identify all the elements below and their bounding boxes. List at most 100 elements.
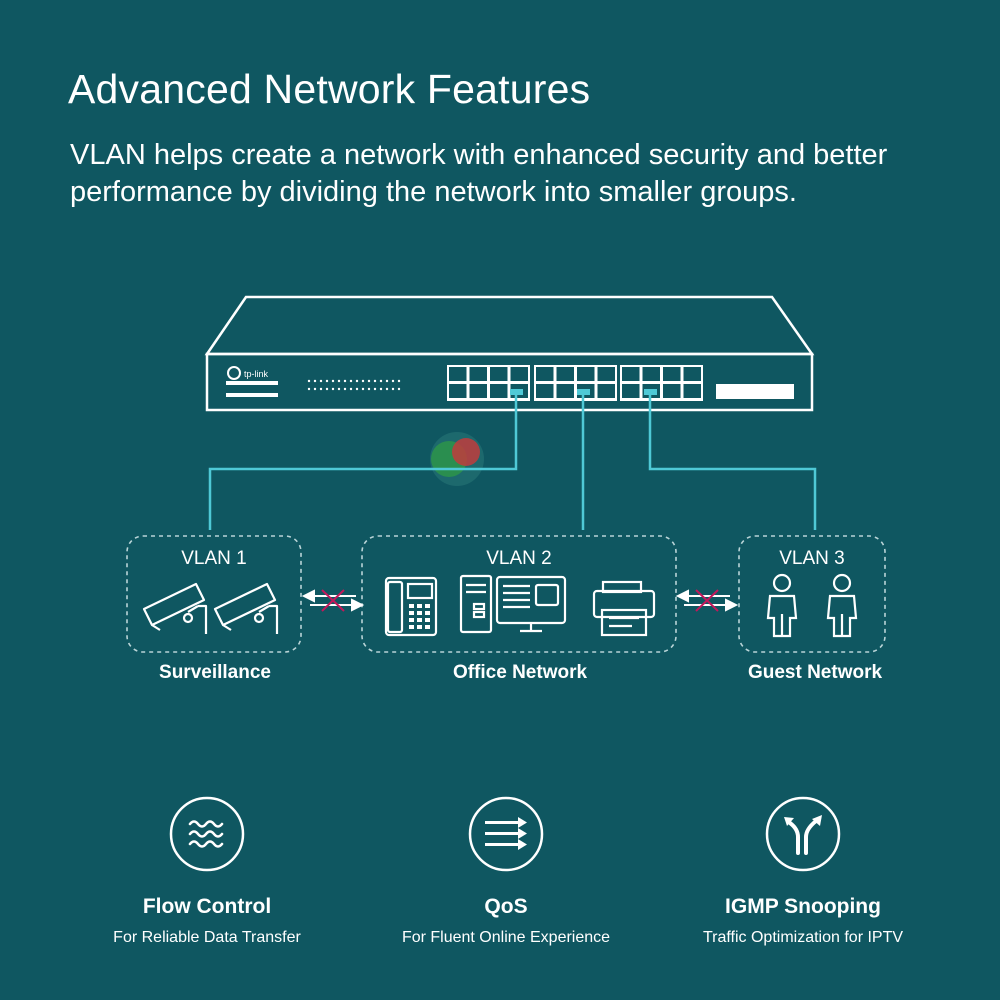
status-led bbox=[391, 387, 395, 391]
vlan-connections bbox=[208, 394, 817, 530]
blocked-arrow-right bbox=[675, 589, 739, 612]
phone-key bbox=[409, 604, 414, 608]
watermark-logo bbox=[430, 432, 484, 486]
status-led bbox=[331, 387, 335, 391]
status-led bbox=[343, 379, 347, 383]
network-switch bbox=[204, 295, 815, 412]
phone-key bbox=[417, 611, 422, 615]
active-ports bbox=[510, 389, 657, 395]
vlan-boxes bbox=[126, 535, 886, 653]
tp-link-logo: tp-link bbox=[227, 366, 269, 380]
status-led bbox=[313, 387, 317, 391]
switch-port bbox=[597, 384, 615, 398]
switch-ports bbox=[447, 365, 703, 401]
switch-port bbox=[490, 384, 508, 398]
phone-key bbox=[409, 618, 414, 622]
status-led bbox=[343, 387, 347, 391]
phone-key bbox=[425, 611, 430, 615]
switch-port bbox=[683, 384, 701, 398]
phone-key bbox=[417, 625, 422, 629]
status-led bbox=[331, 379, 335, 383]
phone-key bbox=[417, 604, 422, 608]
status-led bbox=[307, 379, 311, 383]
status-led bbox=[337, 387, 341, 391]
switch-port bbox=[449, 367, 467, 381]
vlan3-label: VLAN 3 bbox=[779, 548, 845, 569]
status-led bbox=[349, 387, 353, 391]
switch-port bbox=[683, 367, 701, 381]
feature-title: Flow Control bbox=[142, 895, 272, 918]
switch-port bbox=[597, 367, 615, 381]
switch-port bbox=[536, 384, 554, 398]
person-icon bbox=[826, 573, 858, 638]
status-led bbox=[313, 379, 317, 383]
status-led bbox=[367, 379, 371, 383]
security-camera-icon bbox=[213, 582, 279, 634]
switch-port bbox=[663, 367, 681, 381]
switch-port bbox=[449, 384, 467, 398]
switch-port bbox=[536, 367, 554, 381]
office-network-label: Office Network bbox=[452, 662, 588, 683]
status-led bbox=[367, 387, 371, 391]
phone-key bbox=[409, 611, 414, 615]
status-led bbox=[355, 379, 359, 383]
switch-port bbox=[469, 384, 487, 398]
status-led bbox=[397, 387, 401, 391]
status-led bbox=[373, 387, 377, 391]
phone-key bbox=[425, 618, 430, 622]
status-led bbox=[385, 387, 389, 391]
status-led bbox=[319, 379, 323, 383]
feature-subtitle: Traffic Optimization for IPTV bbox=[702, 929, 904, 946]
switch-port bbox=[556, 384, 574, 398]
status-led bbox=[325, 387, 329, 391]
switch-port bbox=[490, 367, 508, 381]
feature-subtitle: For Reliable Data Transfer bbox=[113, 929, 301, 946]
flow-waves-icon bbox=[169, 796, 245, 872]
vlan3-box bbox=[738, 535, 886, 653]
status-led bbox=[397, 379, 401, 383]
printer-icon bbox=[592, 580, 656, 637]
blocked-arrow-left bbox=[301, 589, 365, 612]
desktop-computer-icon bbox=[459, 574, 567, 634]
status-led bbox=[385, 379, 389, 383]
feature-qos: QoS For Fluent Online Experience bbox=[356, 795, 656, 947]
vlan1-box bbox=[126, 535, 302, 653]
desk-phone-icon bbox=[384, 576, 438, 637]
arrows-right-icon bbox=[468, 796, 544, 872]
switch-port bbox=[663, 384, 681, 398]
switch-port bbox=[556, 367, 574, 381]
status-led bbox=[391, 379, 395, 383]
status-led bbox=[337, 379, 341, 383]
surveillance-label: Surveillance bbox=[159, 662, 271, 683]
person-icon bbox=[766, 573, 798, 638]
status-led bbox=[319, 387, 323, 391]
status-led bbox=[379, 387, 383, 391]
switch-port bbox=[510, 367, 528, 381]
phone-key bbox=[425, 625, 430, 629]
sfp-slot bbox=[716, 384, 794, 399]
status-led bbox=[349, 379, 353, 383]
feature-title: QoS bbox=[484, 895, 528, 918]
phone-key bbox=[425, 604, 430, 608]
switch-port bbox=[577, 367, 595, 381]
feature-subtitle: For Fluent Online Experience bbox=[401, 929, 611, 946]
status-led bbox=[361, 379, 365, 383]
switch-port bbox=[642, 367, 660, 381]
switch-port bbox=[622, 384, 640, 398]
status-led bbox=[361, 387, 365, 391]
vlan2-label: VLAN 2 bbox=[486, 548, 552, 569]
vlan3-connection bbox=[648, 394, 817, 530]
guest-network-label: Guest Network bbox=[747, 662, 883, 683]
phone-key bbox=[417, 618, 422, 622]
status-led bbox=[379, 379, 383, 383]
switch-port bbox=[469, 367, 487, 381]
vlan1-connection bbox=[208, 394, 518, 530]
security-camera-icon bbox=[142, 582, 208, 634]
status-led bbox=[355, 387, 359, 391]
phone-key bbox=[409, 625, 414, 629]
brand-text: tp-link bbox=[244, 369, 269, 379]
feature-title: IGMP Snooping bbox=[725, 895, 881, 918]
status-led bbox=[325, 379, 329, 383]
feature-igmp-snooping: IGMP Snooping Traffic Optimization for I… bbox=[653, 795, 953, 947]
